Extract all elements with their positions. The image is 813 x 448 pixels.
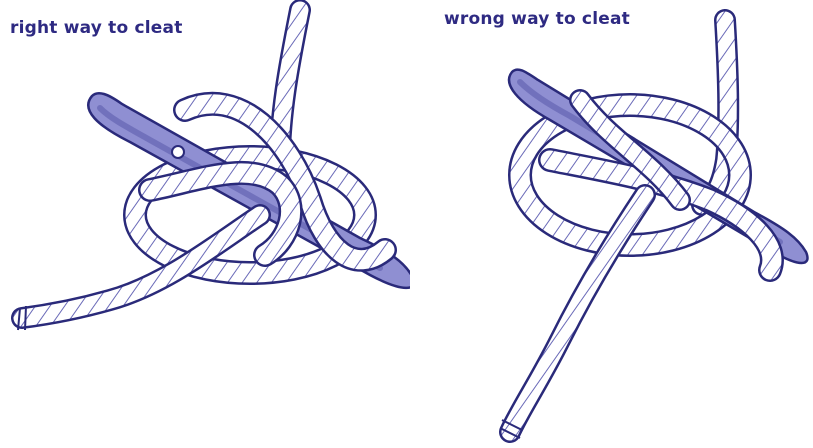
right-way-cleat-illustration bbox=[0, 0, 410, 448]
wrong-way-cleat-illustration bbox=[410, 0, 813, 448]
right-way-panel: right way to cleat bbox=[0, 0, 410, 448]
wrong-way-panel: wrong way to cleat bbox=[410, 0, 813, 448]
